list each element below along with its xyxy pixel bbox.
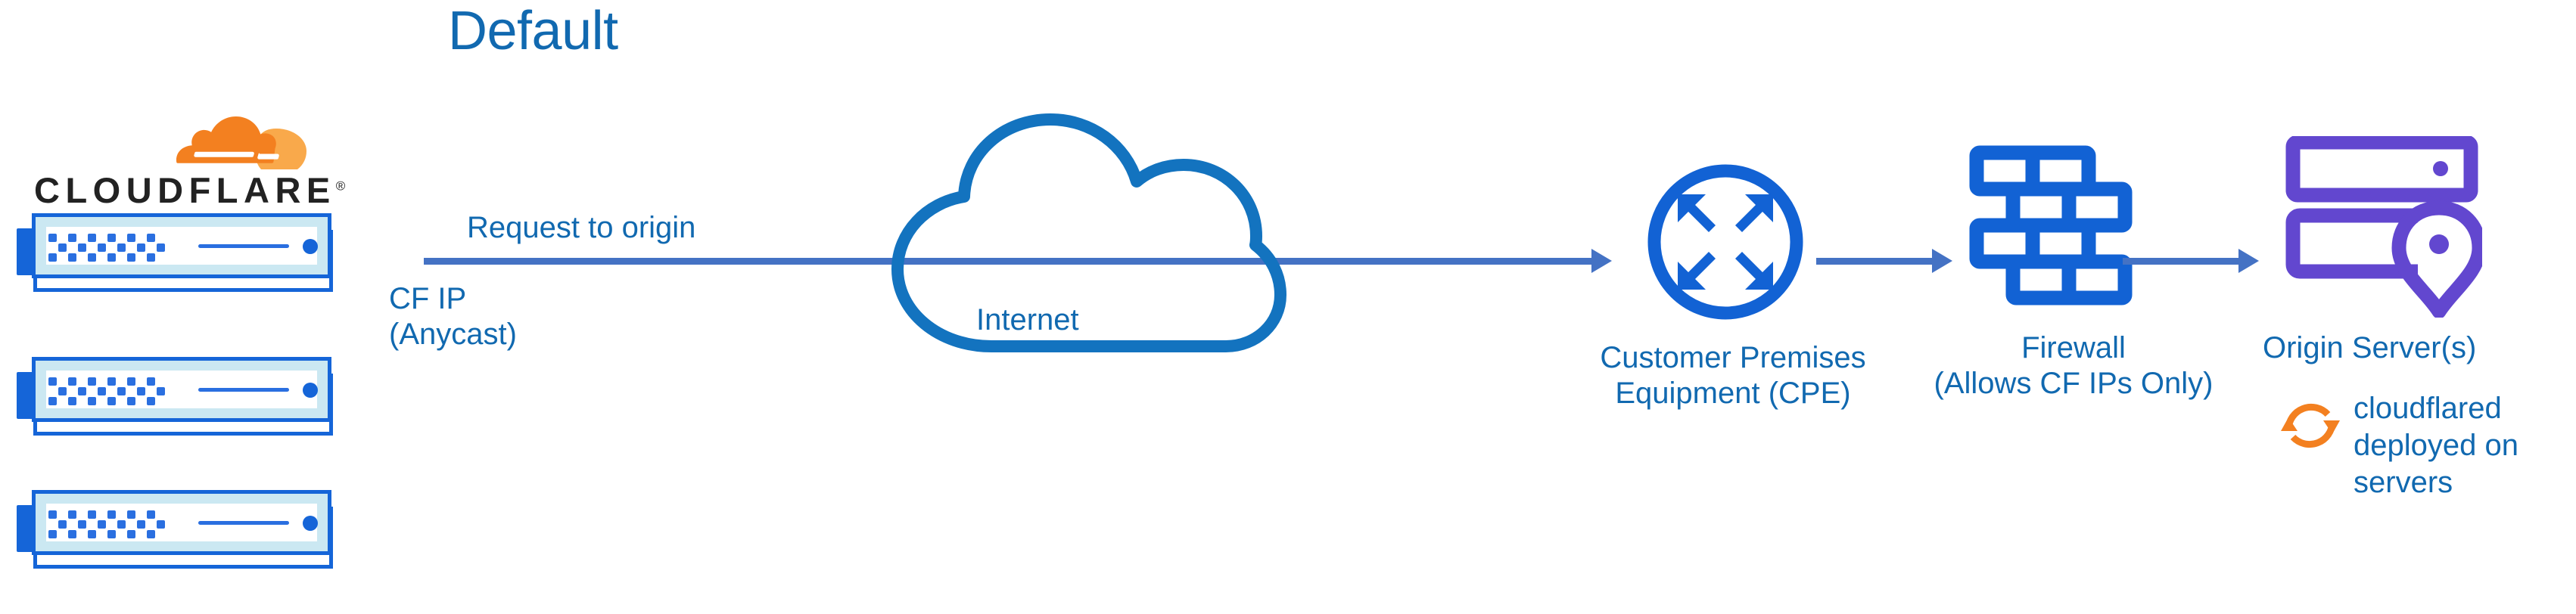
server-rack-icon <box>17 213 334 293</box>
page-title: Default <box>448 1 618 61</box>
server-rack-icon <box>17 357 334 437</box>
cloudflare-cloud-logo-icon <box>163 106 314 171</box>
firewall-line-1: Firewall <box>2021 331 2126 364</box>
connector-line <box>424 258 1593 265</box>
cpe-line-1: Customer Premises <box>1600 341 1866 374</box>
node-label-origin-server: Origin Server(s) <box>2263 331 2477 364</box>
brick-wall-icon <box>1968 144 2134 318</box>
server-status-bar <box>198 244 289 248</box>
server-status-bar <box>198 388 289 392</box>
server-with-location-pin-icon <box>2285 135 2487 319</box>
server-vent-dots <box>48 377 165 405</box>
server-vent-dots <box>48 234 165 262</box>
connector-firewall-to-origin <box>2123 246 2259 276</box>
server-power-led <box>303 516 318 531</box>
node-label-firewall: Firewall(Allows CF IPs Only) <box>1915 330 2232 402</box>
router-four-arrows-icon <box>1642 159 1809 325</box>
server-power-led <box>303 239 318 254</box>
cloudflared-line-1: cloudflared <box>2354 392 2502 425</box>
server-status-bar <box>198 521 289 525</box>
server-power-led <box>303 383 318 398</box>
cloudflare-wordmark: CLOUDFLARE® <box>34 169 345 211</box>
cf-ip-line-1: CF IP <box>389 282 467 315</box>
cf-ip-line-2: (Anycast) <box>389 318 517 352</box>
arrowhead-icon <box>1591 249 1612 273</box>
cpe-line-2: Equipment (CPE) <box>1615 377 1851 411</box>
server-vent-dots <box>48 510 165 538</box>
node-label-cf-ip: CF IP(Anycast) <box>389 281 517 352</box>
sync-arrows-icon <box>2278 393 2343 458</box>
registered-mark: ® <box>335 178 346 194</box>
cloudflare-logo: CLOUDFLARE® <box>34 106 345 210</box>
cloudflared-line-2: deployed on <box>2354 428 2518 462</box>
cloudflare-wordmark-text: CLOUDFLARE <box>34 170 336 210</box>
connector-cpe-to-firewall <box>1816 246 1952 276</box>
connector-label-request-to-origin: Request to origin <box>467 211 696 244</box>
node-label-internet: Internet <box>976 303 1079 336</box>
cloud-outline-icon <box>848 106 1302 355</box>
firewall-line-2: (Allows CF IPs Only) <box>1934 367 2214 401</box>
cloudflared-line-3: servers <box>2354 465 2453 499</box>
arrowhead-icon <box>2238 249 2259 273</box>
server-rack-icon <box>17 490 334 570</box>
connector-edge-to-cpe <box>424 246 1612 276</box>
connector-line <box>1816 258 1934 265</box>
arrowhead-icon <box>1932 249 1952 273</box>
connector-line <box>2123 258 2240 265</box>
